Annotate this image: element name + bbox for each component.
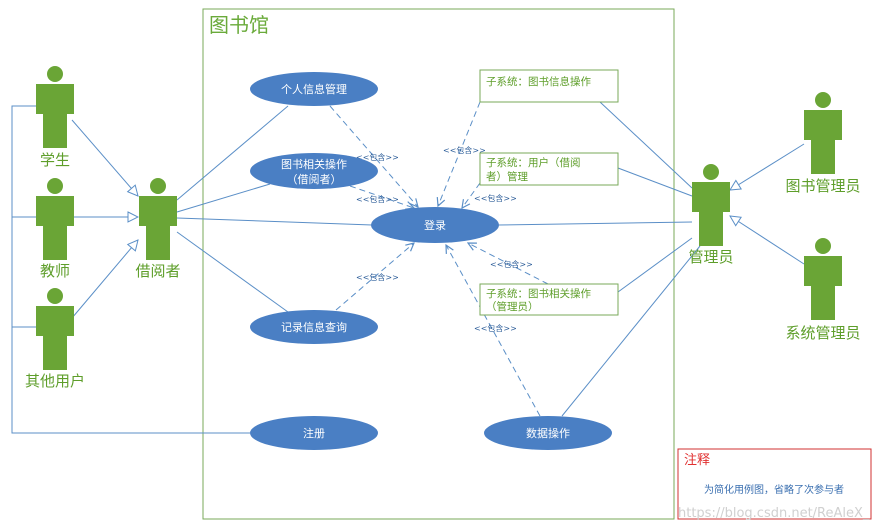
actor-label: 其他用户 bbox=[25, 372, 85, 390]
subsystem-label: 者）管理 bbox=[486, 170, 528, 183]
include-bookopsadmin-login bbox=[468, 243, 549, 285]
usecase-label: 记录信息查询 bbox=[281, 320, 347, 334]
gen-other-borrower bbox=[71, 240, 138, 319]
actor-book-admin[interactable]: 图书管理员 bbox=[785, 92, 861, 195]
usecase-label: （借阅者） bbox=[287, 173, 342, 186]
include-label: <<包含>> bbox=[474, 193, 517, 203]
include-bookops-login bbox=[349, 185, 414, 208]
actor-icon bbox=[139, 178, 177, 260]
usecase-login[interactable]: 登录 bbox=[371, 207, 499, 243]
note-text: 为简化用例图，省略了次参与者 bbox=[704, 483, 844, 496]
include-personal-login bbox=[329, 105, 418, 207]
usecase-label: 数据操作 bbox=[526, 426, 570, 440]
actor-icon bbox=[692, 164, 730, 246]
actor-borrower[interactable]: 借阅者 bbox=[135, 178, 181, 280]
actor-icon bbox=[804, 92, 842, 174]
subsystem-label: 子系统：图书信息操作 bbox=[486, 75, 591, 88]
include-label: <<包含>> bbox=[356, 152, 399, 162]
gen-sysadmin-admin bbox=[730, 216, 805, 265]
subsystem-user-mgmt[interactable]: 子系统：用户（借阅 者）管理 bbox=[479, 152, 619, 186]
actor-icon bbox=[36, 178, 74, 260]
gen-bookadmin-admin bbox=[730, 143, 805, 190]
actor-label: 系统管理员 bbox=[785, 324, 860, 342]
left-connector bbox=[11, 105, 250, 434]
usecase-data-ops[interactable]: 数据操作 bbox=[484, 416, 612, 450]
usecase-label: 图书相关操作 bbox=[281, 157, 347, 171]
actor-label: 学生 bbox=[40, 151, 70, 169]
actor-icon bbox=[36, 66, 74, 148]
assoc-admin-bookopsadmin bbox=[617, 237, 693, 293]
actor-system-admin[interactable]: 系统管理员 bbox=[785, 238, 861, 342]
note-box: 注释 为简化用例图，省略了次参与者 bbox=[677, 448, 872, 520]
subsystem-label: 子系统：图书相关操作 bbox=[486, 287, 591, 300]
note-title: 注释 bbox=[684, 453, 710, 468]
assoc-admin-bookinfo bbox=[599, 101, 693, 189]
include-label: <<包含>> bbox=[490, 259, 533, 269]
usecase-records-query[interactable]: 记录信息查询 bbox=[250, 310, 378, 344]
include-usermgmt-login bbox=[462, 182, 481, 208]
assoc-admin-usermgmt bbox=[617, 167, 693, 197]
assoc-admin-login bbox=[497, 221, 693, 226]
assoc-borrower-records bbox=[176, 231, 289, 313]
actor-student[interactable]: 学生 bbox=[36, 66, 74, 169]
actor-label: 图书管理员 bbox=[785, 177, 860, 195]
actor-admin[interactable]: 管理员 bbox=[688, 164, 734, 266]
include-records-login bbox=[335, 243, 414, 311]
usecase-label: 个人信息管理 bbox=[281, 82, 347, 96]
include-label: <<包含>> bbox=[356, 194, 399, 204]
actor-label: 借阅者 bbox=[135, 262, 180, 280]
subsystem-label: 子系统：用户（借阅 bbox=[486, 156, 581, 169]
actor-label: 教师 bbox=[40, 262, 70, 280]
subsystem-label: （管理员） bbox=[486, 300, 539, 313]
include-label: <<包含>> bbox=[443, 145, 486, 155]
actor-icon bbox=[36, 288, 74, 370]
assoc-borrower-bookops bbox=[176, 183, 271, 213]
include-bookinfo-login bbox=[438, 101, 481, 206]
system-title: 图书馆 bbox=[209, 13, 269, 37]
usecase-label: 注册 bbox=[303, 426, 325, 440]
include-label: <<包含>> bbox=[474, 323, 517, 333]
include-dataops-login bbox=[446, 245, 541, 417]
actor-label: 管理员 bbox=[688, 248, 733, 266]
actor-icon bbox=[804, 238, 842, 320]
usecase-label: 登录 bbox=[424, 218, 446, 232]
watermark: https://blog.csdn.net/ReAleX_ bbox=[678, 506, 870, 521]
subsystem-book-info[interactable]: 子系统：图书信息操作 bbox=[479, 69, 619, 103]
usecase-book-ops-borrower[interactable]: 图书相关操作 （借阅者） bbox=[250, 153, 378, 189]
assoc-borrower-personal bbox=[176, 105, 289, 201]
usecase-personal-info[interactable]: 个人信息管理 bbox=[250, 72, 378, 106]
include-label: <<包含>> bbox=[356, 272, 399, 282]
assoc-borrower-login bbox=[176, 217, 373, 226]
actor-other-user[interactable]: 其他用户 bbox=[25, 288, 85, 390]
subsystem-book-ops-admin[interactable]: 子系统：图书相关操作 （管理员） bbox=[479, 283, 619, 316]
actor-teacher[interactable]: 教师 bbox=[36, 178, 74, 280]
gen-student-borrower bbox=[71, 119, 138, 196]
system-boundary bbox=[202, 8, 675, 520]
usecase-register[interactable]: 注册 bbox=[250, 416, 378, 450]
assoc-admin-dataops bbox=[561, 245, 701, 417]
